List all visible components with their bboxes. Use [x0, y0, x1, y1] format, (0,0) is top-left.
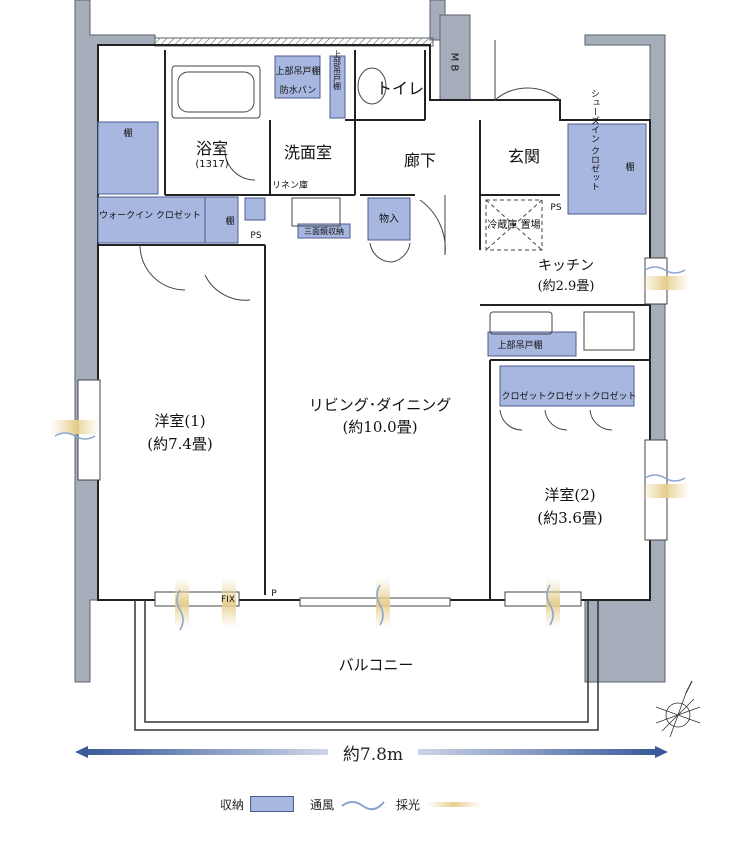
legend-daylight-label: 採光: [396, 797, 421, 812]
balcony-label: バルコニー: [339, 656, 414, 674]
bedroom2-label: 洋室(2): [544, 486, 595, 504]
daylight-marks: [50, 276, 690, 628]
corridor-label: 廊下: [404, 151, 436, 170]
bath-upper-cabinet-label: 上部吊戸棚: [275, 65, 320, 77]
storage-areas: [97, 55, 647, 407]
kitchen-size-label: (約2.9畳): [538, 279, 595, 294]
interior-walls: [97, 44, 651, 601]
closet-label-1: クロゼット: [501, 390, 546, 402]
entrance-label: 玄関: [508, 147, 540, 166]
legend-storage-label: 収納: [220, 797, 245, 812]
washroom-label: 洗面室: [284, 143, 332, 162]
living-size-label: (約10.0畳): [342, 418, 417, 436]
fridge-space: [485, 199, 543, 251]
shelf-label-left: 棚: [123, 127, 132, 139]
doors: [139, 40, 613, 431]
toilet-bowl: [357, 67, 387, 105]
living-label: リビング･ダイニング: [309, 396, 452, 414]
balcony: [134, 600, 599, 731]
scale-width-label: 約7.8m: [328, 740, 418, 765]
p-label: P: [271, 589, 277, 599]
kitchen-upper-label: 上部吊戸棚: [497, 339, 542, 351]
stove: [583, 311, 635, 351]
windows: [77, 257, 668, 607]
kitchen-sink: [489, 311, 553, 335]
ventilation-marks: [54, 266, 686, 631]
toilet-label: トイレ: [376, 79, 424, 98]
ps-label-left: PS: [250, 231, 261, 241]
bedroom2-size-label: (約3.6畳): [537, 509, 603, 527]
shoes-closet-label: シューズイン クロゼット: [589, 89, 600, 191]
legend-storage-swatch: [250, 796, 295, 812]
legend: 収納 通風 採光: [220, 792, 483, 816]
bedroom1-size-label: (約7.4畳): [147, 435, 213, 453]
storage-room-label: 物入: [379, 212, 399, 225]
legend-ventilation-label: 通風: [310, 797, 335, 812]
toilet-shelf-label: 上部吊戸棚: [333, 50, 342, 91]
bedroom1-label: 洋室(1): [154, 412, 205, 430]
waterproof-pan-label: 防水パン: [280, 84, 316, 96]
fix-label: FIX: [221, 595, 235, 605]
closet-label-3: クロゼット: [591, 390, 636, 402]
kitchen-label: キッチン: [538, 258, 594, 274]
legend-daylight-swatch: [426, 802, 483, 807]
compass-icon: [655, 680, 701, 738]
washbasin: [291, 197, 341, 227]
bath-size-label: (1317): [195, 159, 228, 170]
closet-label-2: クロゼット: [546, 390, 591, 402]
mb-label: M B: [449, 53, 460, 72]
fixtures: [171, 65, 635, 351]
bath-label: 浴室: [196, 139, 228, 158]
legend-ventilation-swatch: [341, 801, 385, 811]
three-mirror-label: 三面鏡収納: [304, 226, 344, 236]
walk-in-closet-label: ウォークイン クロゼット: [99, 209, 201, 221]
shelf-label-entrance: 棚: [625, 161, 634, 173]
bathtub: [171, 65, 261, 119]
ps-label-right: PS: [550, 203, 561, 213]
linen-label: リネン庫: [272, 179, 308, 191]
fridge-label: 冷蔵庫 置場: [487, 218, 540, 231]
shelf-label-wic: 棚: [225, 215, 234, 227]
